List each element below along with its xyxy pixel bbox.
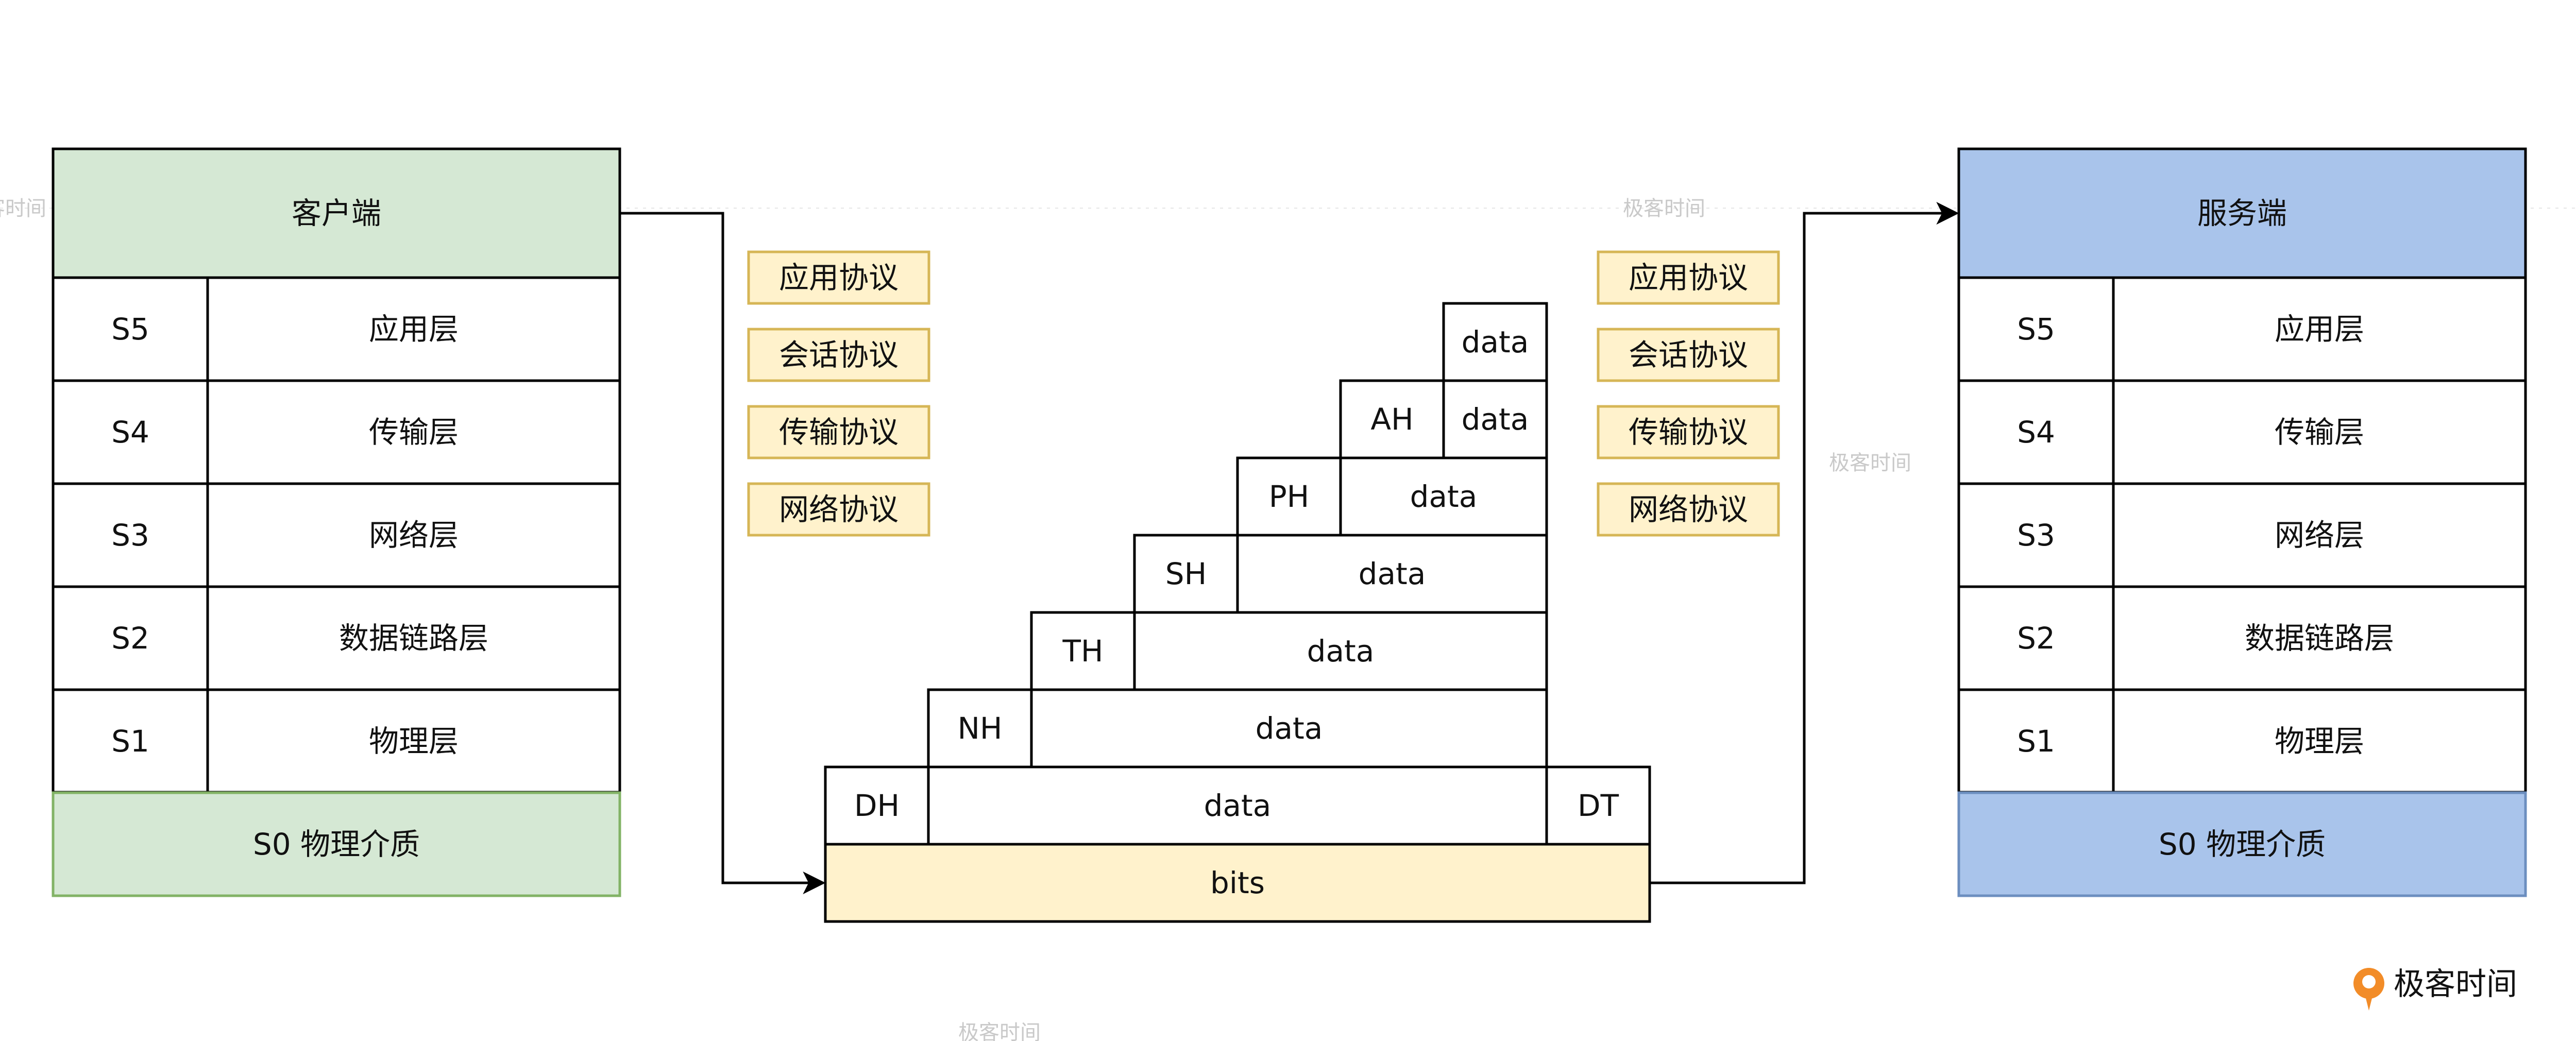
protocol-label: 会话协议: [1629, 337, 1748, 372]
bits-label: bits: [1210, 865, 1265, 900]
client-medium: [52, 791, 621, 897]
server-medium-label: S0 物理介质: [2159, 827, 2326, 862]
data-block: [1236, 534, 1548, 614]
layer-name: 应用层: [2275, 312, 2364, 347]
protocol-label: 会话协议: [779, 337, 899, 372]
encapsulation-staircase: [824, 302, 1651, 923]
protocol-tag: [747, 482, 930, 537]
layer-name: 应用层: [369, 312, 459, 347]
layer-id: S5: [111, 312, 149, 347]
layer-id: S5: [2017, 312, 2055, 347]
data-block: [927, 765, 1548, 846]
logo-icon: [2353, 968, 2384, 1011]
layer-id: S4: [2017, 415, 2055, 450]
layer-id: S2: [111, 621, 149, 656]
protocol-label: 传输协议: [779, 415, 899, 450]
layer-name: 物理层: [2275, 724, 2364, 759]
server-stack: 服务端 S5 应用层 S4 传输层 S3 网络层 S2 数据链路层 S1 物理层…: [1957, 147, 2527, 897]
protocol-label: 网络协议: [1629, 492, 1748, 527]
header-block-ph: [1236, 456, 1342, 537]
header-block-ah: [1339, 379, 1445, 459]
data-label: data: [1410, 479, 1478, 514]
layer-name: 数据链路层: [339, 621, 488, 656]
protocol-tag: [1597, 328, 1780, 382]
header-block-sh: [1133, 534, 1239, 614]
header-label-ah: AH: [1370, 402, 1413, 437]
header-label-th: TH: [1062, 634, 1103, 669]
watermark-text: 极客时间: [958, 1021, 1041, 1041]
client-medium-label: S0 物理介质: [253, 827, 420, 862]
layer-name: 网络层: [2275, 518, 2364, 553]
data-label: data: [1307, 634, 1375, 669]
layer-name: 物理层: [369, 724, 459, 759]
client-to-bits-arrow: [620, 212, 826, 894]
layer-name: 数据链路层: [2245, 621, 2394, 656]
watermark-text: 极客时间: [0, 197, 46, 220]
data-block: [1442, 379, 1548, 459]
server-medium: [1957, 791, 2527, 897]
protocol-tag: [747, 405, 930, 459]
client-layers: S5 应用层 S4 传输层 S3 网络层 S2 数据链路层 S1 物理层: [52, 276, 621, 794]
layer-id: S3: [2017, 518, 2055, 553]
client-title: 客户端: [292, 196, 381, 231]
watermark-text: 极客时间: [1623, 197, 1705, 220]
protocol-tag: [1597, 405, 1780, 459]
layer-name: 传输层: [2275, 415, 2364, 450]
layer-id: S1: [111, 724, 149, 759]
data-label: data: [1359, 556, 1426, 591]
header-label-ph: PH: [1269, 479, 1310, 514]
header-label-sh: SH: [1165, 556, 1207, 591]
client-header: [52, 147, 621, 279]
client-stack: 客户端 S5 应用层 S4 传输层 S3 网络层 S2 数据链路层 S1 物理层…: [52, 147, 621, 897]
protocol-tag: [1597, 250, 1780, 305]
data-label: data: [1462, 402, 1529, 437]
protocol-tag: [747, 328, 930, 382]
bits-block: [824, 843, 1651, 923]
protocol-label: 传输协议: [1629, 415, 1748, 450]
layer-id: S2: [2017, 621, 2055, 656]
trailer-label-dt: DT: [1578, 788, 1619, 823]
server-layers: S5 应用层 S4 传输层 S3 网络层 S2 数据链路层 S1 物理层: [1957, 276, 2527, 794]
layer-name: 传输层: [369, 415, 459, 450]
data-block: [1339, 456, 1548, 537]
header-block-dh: [824, 765, 930, 846]
header-label-dh: DH: [854, 788, 900, 823]
data-label: data: [1204, 788, 1272, 823]
data-label: data: [1462, 325, 1529, 360]
layer-id: S4: [111, 415, 149, 450]
protocol-tag: [747, 250, 930, 305]
layer-id: S1: [2017, 724, 2055, 759]
bits-to-server-arrow: [1650, 202, 1959, 884]
protocol-label: 网络协议: [779, 492, 899, 527]
trailer-block-dt: [1545, 765, 1651, 846]
protocol-label: 应用协议: [1629, 260, 1748, 295]
protocol-tags-left: 应用协议 会话协议 传输协议 网络协议: [747, 250, 930, 537]
data-label: data: [1256, 711, 1323, 746]
header-label-nh: NH: [958, 711, 1003, 746]
server-title: 服务端: [2197, 196, 2287, 231]
protocol-tag: [1597, 482, 1780, 537]
brand-logo: 极客时间: [2353, 966, 2517, 1011]
protocol-label: 应用协议: [779, 260, 899, 295]
protocol-tags-right: 应用协议 会话协议 传输协议 网络协议: [1597, 250, 1780, 537]
layer-name: 网络层: [369, 518, 459, 553]
connectors: [620, 202, 1959, 894]
watermark-text: 极客时间: [1829, 451, 1911, 475]
layer-id: S3: [111, 518, 149, 553]
logo-text: 极客时间: [2394, 966, 2517, 1002]
encapsulation-labels: data AH data PH data SH data TH data NH …: [854, 325, 1619, 900]
